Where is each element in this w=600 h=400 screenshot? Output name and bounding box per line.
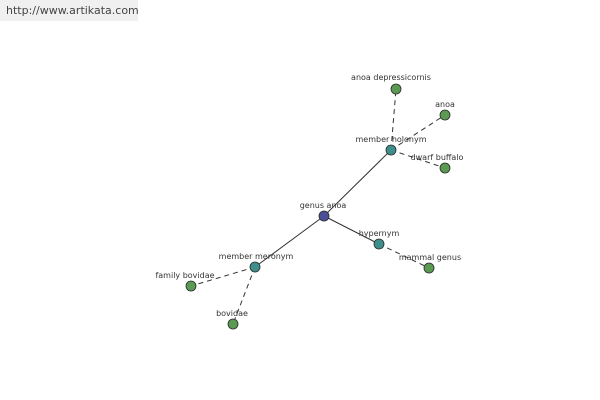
label-leaf1[interactable]: anoa depressicornis bbox=[351, 73, 431, 82]
label-leaf5[interactable]: family bovidae bbox=[155, 271, 214, 280]
edge-center-hypernym bbox=[323, 215, 380, 245]
node-meronym[interactable] bbox=[249, 261, 261, 273]
edge-center-holonym bbox=[323, 149, 392, 217]
label-meronym[interactable]: member meronym bbox=[219, 252, 294, 261]
node-hypernym[interactable] bbox=[373, 238, 385, 250]
dashed-edges bbox=[190, 88, 446, 325]
edge-hypernym-leaf4 bbox=[378, 243, 430, 269]
label-leaf2[interactable]: anoa bbox=[435, 100, 455, 109]
label-leaf3[interactable]: dwarf buffalo bbox=[411, 153, 464, 162]
node-leaf6[interactable] bbox=[227, 318, 239, 330]
edge-center-meronym bbox=[254, 215, 325, 268]
label-leaf6[interactable]: bovidae bbox=[216, 309, 248, 318]
node-leaf3[interactable] bbox=[439, 162, 451, 174]
edge-holonym-leaf3 bbox=[390, 149, 446, 169]
node-center[interactable] bbox=[318, 210, 330, 222]
node-leaf2[interactable] bbox=[439, 109, 451, 121]
site-url[interactable]: http://www.artikata.com bbox=[0, 0, 139, 21]
edge-meronym-leaf5 bbox=[190, 266, 256, 287]
node-leaf4[interactable] bbox=[423, 262, 435, 274]
solid-edges bbox=[254, 149, 392, 268]
labels: genus anoa member holonym member meronym… bbox=[155, 73, 463, 318]
label-hypernym[interactable]: hypernym bbox=[359, 229, 400, 238]
node-holonym[interactable] bbox=[385, 144, 397, 156]
edge-holonym-leaf2 bbox=[390, 114, 446, 151]
node-leaf1[interactable] bbox=[390, 83, 402, 95]
edge-meronym-leaf6 bbox=[232, 266, 256, 325]
label-leaf4[interactable]: mammal genus bbox=[399, 253, 461, 262]
label-holonym[interactable]: member holonym bbox=[355, 135, 426, 144]
node-leaf5[interactable] bbox=[185, 280, 197, 292]
label-center[interactable]: genus anoa bbox=[300, 201, 347, 210]
edge-holonym-leaf1 bbox=[390, 88, 397, 151]
nodes bbox=[185, 83, 451, 330]
